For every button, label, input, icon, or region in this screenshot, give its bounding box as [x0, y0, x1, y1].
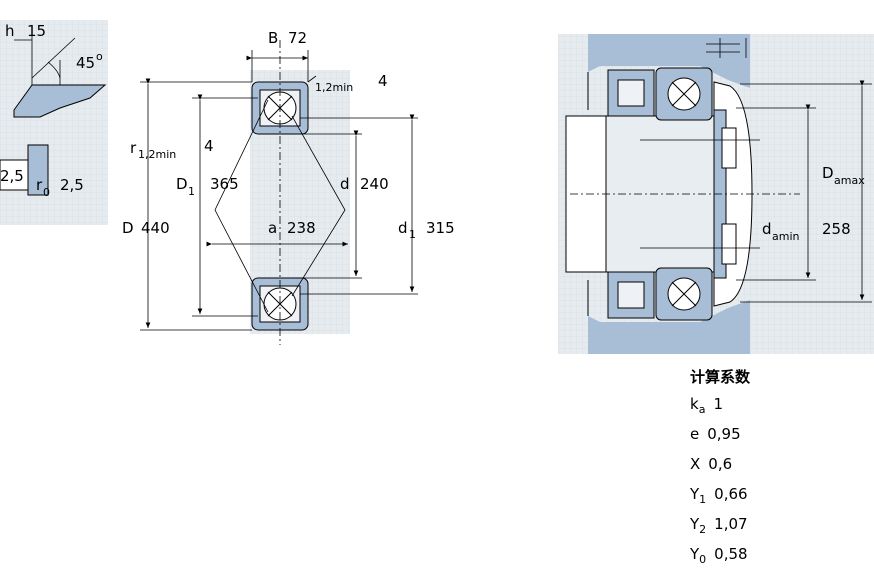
- Damax-symbol: D: [822, 164, 834, 182]
- factors-title: 计算系数: [690, 368, 751, 386]
- r0-value: 2,5: [60, 176, 84, 194]
- D1-value: 365: [210, 175, 239, 193]
- factor-value: 0,95: [707, 425, 741, 443]
- factor-value: 0,66: [714, 485, 748, 503]
- d1-symbol: d: [398, 219, 408, 237]
- Damax-subscript: amax: [834, 174, 865, 187]
- damin-symbol: d: [762, 220, 772, 238]
- factor-row-x: X 0,6: [690, 451, 870, 481]
- h-value: 15: [27, 22, 46, 40]
- r12-left-subscript: 1,2min: [138, 148, 176, 161]
- factor-row-y1: Y1 0,66: [690, 481, 870, 511]
- factor-symbol: k: [690, 395, 699, 413]
- factor-value: 0,58: [714, 545, 748, 563]
- factor-row-y0: Y0 0,58: [690, 541, 870, 571]
- factor-symbol: Y: [690, 485, 700, 503]
- factor-subscript: 2: [699, 523, 707, 536]
- angle-unit: o: [96, 50, 103, 63]
- factor-symbol: e: [690, 425, 700, 443]
- D1-symbol: D: [176, 175, 188, 193]
- D1-subscript: 1: [188, 185, 195, 198]
- r0-symbol: r: [36, 176, 43, 194]
- r12-top-value: 4: [378, 72, 388, 90]
- d-value: 240: [360, 175, 389, 193]
- D-label: D: [122, 219, 134, 237]
- factor-value: 1: [713, 395, 723, 413]
- r12-left-symbol: r: [130, 139, 137, 157]
- angle-value: 45: [76, 54, 95, 72]
- factor-subscript: 0: [699, 553, 707, 566]
- bearing-section: [140, 40, 418, 345]
- factor-row-e: e 0,95: [690, 421, 870, 451]
- a-value: 238: [287, 219, 316, 237]
- d1-subscript: 1: [409, 228, 416, 241]
- chamfer-detail: [0, 20, 108, 225]
- factor-symbol: Y: [690, 545, 700, 563]
- mounting-section: [558, 34, 874, 354]
- factor-value: 1,07: [714, 515, 748, 533]
- factor-symbol: X: [690, 455, 701, 473]
- D-value: 440: [141, 219, 170, 237]
- factor-symbol: Y: [690, 515, 700, 533]
- r12-left-value: 4: [204, 137, 214, 155]
- B-value: 72: [288, 29, 307, 47]
- damin-subscript: amin: [772, 230, 800, 243]
- a-label: a: [268, 219, 277, 237]
- d-label: d: [340, 175, 350, 193]
- factor-value: 0,6: [708, 455, 733, 473]
- partial-value: 2,5: [0, 167, 24, 185]
- factor-subscript: 1: [699, 493, 707, 506]
- factor-row-y2: Y2 1,07: [690, 511, 870, 541]
- d1-value: 315: [426, 219, 455, 237]
- r0-subscript: 0: [43, 186, 50, 199]
- B-label: B: [268, 29, 278, 47]
- damin-value: 258: [822, 220, 851, 238]
- factor-subscript: a: [698, 403, 706, 416]
- r12-top-subscript: 1,2min: [315, 81, 353, 94]
- h-label: h: [5, 22, 15, 40]
